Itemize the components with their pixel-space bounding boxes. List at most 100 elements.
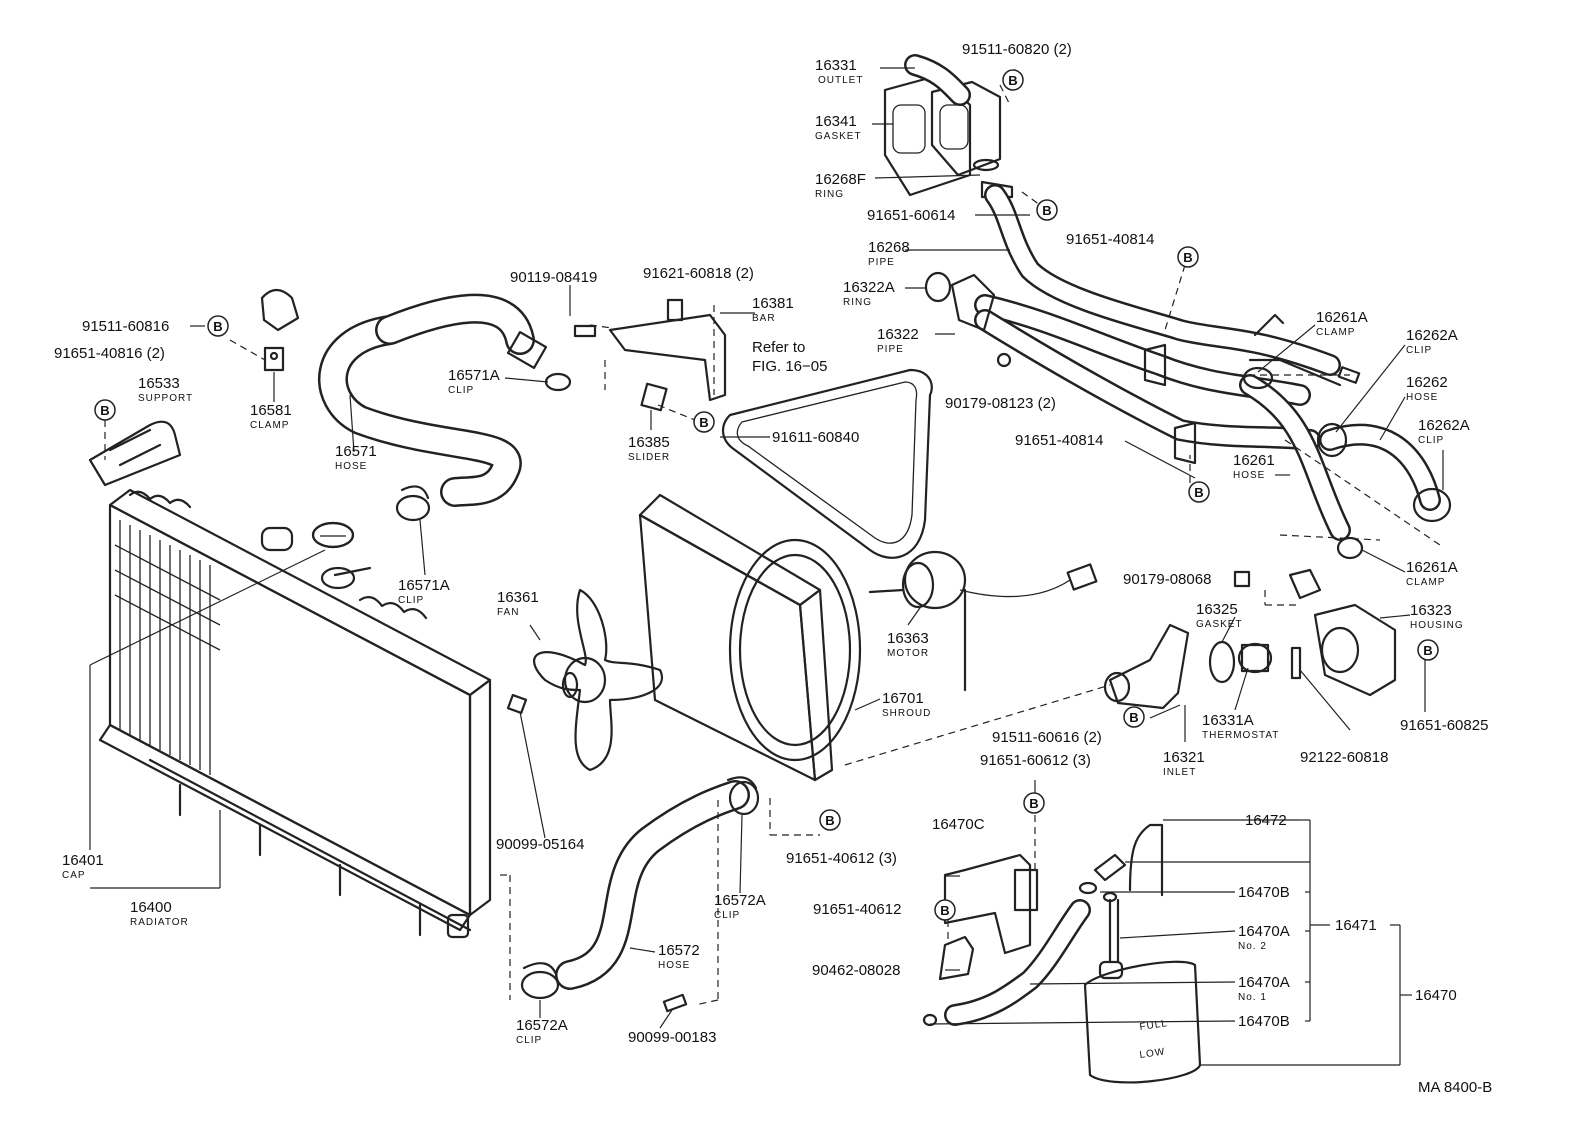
label-16262A-top: 16262A: [1406, 327, 1458, 344]
label-16571-sub: HOSE: [335, 461, 367, 472]
label-16262A-right-sub: CLIP: [1418, 435, 1444, 446]
label-16471: 16471: [1335, 917, 1377, 934]
label-16571A-top: 16571A: [448, 367, 500, 384]
label-16401-sub: CAP: [62, 870, 86, 881]
label-16341: 16341: [815, 113, 857, 130]
label-16572: 16572: [658, 942, 700, 959]
label-91511-60616: 91511-60616 (2): [992, 729, 1102, 746]
lower-hose-drawing: [520, 776, 760, 1013]
bolt-b-circle: [819, 809, 841, 831]
label-91651-40612: 91651-40612: [813, 901, 901, 918]
bolt-b-circle: [1023, 792, 1045, 814]
bolt-b-icon: B: [1002, 69, 1024, 91]
refer-note-line1: Refer to: [752, 339, 805, 356]
label-16571A-bottom-sub: CLIP: [398, 595, 424, 606]
label-16571A-top-sub: CLIP: [448, 385, 474, 396]
label-16262-sub: HOSE: [1406, 392, 1438, 403]
bolt-b-icon: B: [693, 411, 715, 433]
label-16401: 16401: [62, 852, 104, 869]
label-16572A-right-sub: CLIP: [714, 910, 740, 921]
label-91651-40814-top: 91651-40814: [1066, 231, 1154, 248]
label-16701-sub: SHROUD: [882, 708, 931, 719]
label-16571: 16571: [335, 443, 377, 460]
label-16361: 16361: [497, 589, 539, 606]
label-91651-60614: 91651-60614: [867, 207, 955, 224]
drawing-artwork: FULL LOW: [88, 54, 1452, 1084]
label-16470B-bottom: 16470B: [1238, 1013, 1290, 1030]
label-16385-sub: SLIDER: [628, 452, 670, 463]
radiator-drawing: [98, 488, 492, 939]
bolt-b-circle: [1177, 246, 1199, 268]
label-16261A-bottom: 16261A: [1406, 559, 1458, 576]
label-16268F: 16268F: [815, 171, 866, 188]
bolt-b-icon: B: [1036, 199, 1058, 221]
bolt-b-circle: [1036, 199, 1058, 221]
bolt-b-icon: B: [207, 315, 229, 337]
bolt-b-icon: B: [1188, 481, 1210, 503]
support-clamp-drawing: [88, 288, 300, 487]
label-16322-sub: PIPE: [877, 344, 904, 355]
bolt-b-letter: B: [1183, 250, 1192, 265]
label-16361-sub: FAN: [497, 607, 519, 618]
label-16262A-right: 16262A: [1418, 417, 1470, 434]
bolt-b-circle: [934, 899, 956, 921]
label-91651-40816: 91651-40816 (2): [54, 345, 165, 362]
label-16262: 16262: [1406, 374, 1448, 391]
bolt-b-letter: B: [825, 813, 834, 828]
label-16472: 16472: [1245, 812, 1287, 829]
label-16381: 16381: [752, 295, 794, 312]
bolt-b-icon: B: [819, 809, 841, 831]
label-16572A-left: 16572A: [516, 1017, 568, 1034]
label-90179-08123: 90179-08123 (2): [945, 395, 1056, 412]
bolt-b-icon: B: [1023, 792, 1045, 814]
bolt-b-icon: B: [1177, 246, 1199, 268]
label-16581: 16581: [250, 402, 292, 419]
label-16363-sub: MOTOR: [887, 648, 929, 659]
svg-text:LOW: LOW: [1139, 1046, 1166, 1060]
label-16533: 16533: [138, 375, 180, 392]
label-16261A-top-sub: CLAMP: [1316, 327, 1355, 338]
label-16268F-sub: RING: [815, 189, 844, 200]
bolt-b-letter: B: [1008, 73, 1017, 88]
label-16331-sub: OUTLET: [818, 75, 863, 86]
leader-lines: [89, 67, 1444, 1066]
label-16533-sub: SUPPORT: [138, 393, 193, 404]
refer-note-line2: FIG. 16−05: [752, 358, 827, 375]
label-90462-08028: 90462-08028: [812, 962, 900, 979]
bolt-b-circle: [1417, 639, 1439, 661]
label-91651-60825: 91651-60825: [1400, 717, 1488, 734]
label-16572-sub: HOSE: [658, 960, 690, 971]
label-16701: 16701: [882, 690, 924, 707]
bolt-b-letter: B: [699, 415, 708, 430]
diagram-code: MA 8400-B: [1418, 1079, 1492, 1096]
label-16322A: 16322A: [843, 279, 895, 296]
label-16470A-1-sub: No. 1: [1238, 992, 1267, 1003]
label-16325-sub: GASKET: [1196, 619, 1243, 630]
label-16331A: 16331A: [1202, 712, 1254, 729]
label-90099-05164: 90099-05164: [496, 836, 584, 853]
label-16323: 16323: [1410, 602, 1452, 619]
label-16470A-2-sub: No. 2: [1238, 941, 1267, 952]
radiator-cap-drawing: [311, 521, 355, 549]
label-16261: 16261: [1233, 452, 1275, 469]
bar-bracket-drawing: [544, 298, 933, 559]
bolt-b-circle: [693, 411, 715, 433]
bolt-b-circle: [1002, 69, 1024, 91]
label-16385: 16385: [628, 434, 670, 451]
label-16470C: 16470C: [932, 816, 985, 833]
label-91511-60816: 91511-60816: [82, 318, 169, 335]
reservoir-drawing: FULL LOW: [922, 823, 1202, 1084]
label-90099-00183: 90099-00183: [628, 1029, 716, 1046]
label-16470B-top: 16470B: [1238, 884, 1290, 901]
bolt-b-letter: B: [1029, 796, 1038, 811]
label-16571A-bottom: 16571A: [398, 577, 450, 594]
label-91651-40814-mid: 91651-40814: [1015, 432, 1103, 449]
bolt-b-letter: B: [100, 403, 109, 418]
right-hoses-drawing: [1239, 358, 1452, 560]
label-16322: 16322: [877, 326, 919, 343]
label-16470A-1: 16470A: [1238, 974, 1290, 991]
upper-hose-drawing: [318, 293, 548, 522]
label-16400-sub: RADIATOR: [130, 917, 189, 928]
